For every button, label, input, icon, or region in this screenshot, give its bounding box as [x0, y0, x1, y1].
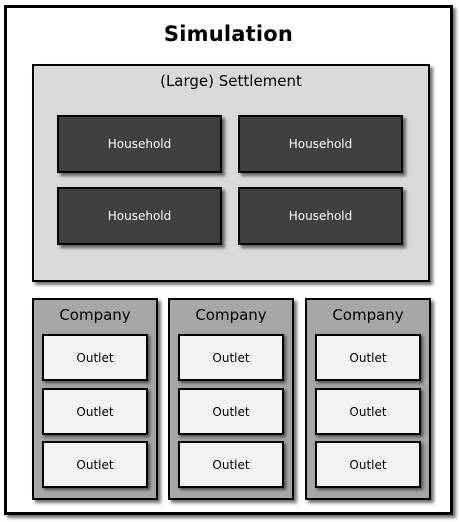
outlet-box: Outlet [178, 441, 284, 488]
outlet-box: Outlet [42, 441, 148, 488]
settlement-title: (Large) Settlement [160, 72, 302, 90]
settlement-box: (Large) Settlement Household Household H… [32, 64, 430, 282]
outlet-box: Outlet [178, 388, 284, 435]
company-box: Company Outlet Outlet Outlet [305, 298, 431, 500]
household-box: Household [57, 187, 222, 245]
household-box: Household [57, 115, 222, 173]
outlet-box: Outlet [178, 334, 284, 381]
outlet-box: Outlet [315, 388, 421, 435]
company-box: Company Outlet Outlet Outlet [32, 298, 158, 500]
company-box: Company Outlet Outlet Outlet [168, 298, 294, 500]
outlet-box: Outlet [42, 388, 148, 435]
company-title: Company [332, 306, 404, 324]
simulation-frame: Simulation (Large) Settlement Household … [4, 5, 453, 515]
company-title: Company [59, 306, 131, 324]
outlet-box: Outlet [315, 441, 421, 488]
company-title: Company [195, 306, 267, 324]
outlet-box: Outlet [315, 334, 421, 381]
simulation-title: Simulation [163, 22, 294, 46]
outlet-box: Outlet [42, 334, 148, 381]
household-box: Household [238, 115, 403, 173]
household-box: Household [238, 187, 403, 245]
